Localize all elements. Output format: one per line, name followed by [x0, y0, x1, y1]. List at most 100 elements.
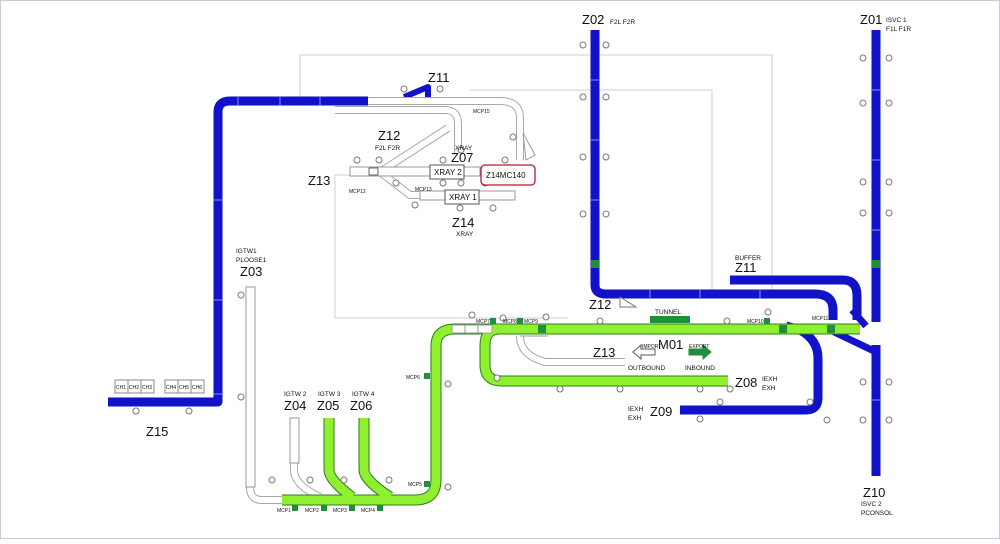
zone-z14: Z14: [452, 215, 474, 230]
zone-z12-top: Z12: [378, 128, 400, 143]
conveyor-z11-buffer[interactable]: [730, 275, 862, 320]
mcp10-label: MCP10: [747, 319, 764, 325]
mcp2-marker[interactable]: [321, 505, 327, 511]
zone-z12-mid: Z12: [589, 297, 611, 312]
export-label: EXPORT: [689, 344, 709, 350]
xray2-box[interactable]: [429, 164, 465, 180]
zone-z01: Z01: [860, 12, 882, 27]
conveyor-z04[interactable]: [289, 417, 300, 464]
mcp-markers: [292, 260, 880, 511]
conveyor-z02[interactable]: [590, 30, 838, 320]
outbound-arrow-icon[interactable]: [632, 343, 656, 361]
xray-ramp: [522, 132, 536, 161]
mcp5-marker[interactable]: [424, 481, 430, 487]
z12-sub: F2L F2R: [375, 145, 400, 152]
chute-label: CH5: [179, 385, 189, 391]
mcp11-label: MCP11: [812, 316, 829, 322]
mcp2-label: MCP2: [305, 508, 319, 514]
mcp11-marker[interactable]: [827, 325, 835, 333]
z01-sensor[interactable]: [872, 260, 880, 268]
pconsol-label: PCONSOL: [861, 510, 893, 517]
zone-z04: Z04: [284, 398, 306, 413]
igtw4-label: IGTW 4: [352, 391, 375, 398]
conveyor-m01-main[interactable]: [282, 324, 860, 505]
main-line-gray-cells: [451, 324, 493, 334]
isvc1-label: ISVC 1: [886, 17, 907, 24]
chute-label: CH1: [116, 385, 126, 391]
outbound-label: OUTBOUND: [628, 365, 666, 372]
mcp9-marker[interactable]: [538, 325, 546, 333]
mcp4-marker[interactable]: [377, 505, 383, 511]
ploose1-label: PLOOSE1: [236, 257, 267, 264]
xray2-label: XRAY 2: [434, 168, 462, 177]
conveyor-z03[interactable]: [245, 286, 256, 488]
chute-label: CH3: [142, 385, 152, 391]
igtw1-label: IGTW1: [236, 248, 257, 255]
mcp-junction-a[interactable]: [779, 325, 787, 333]
zone-z09: Z09: [650, 404, 672, 419]
mcp1-label: MCP1: [277, 508, 291, 514]
zone-z08: Z08: [735, 375, 757, 390]
conveyor-z09[interactable]: [680, 321, 823, 415]
highlight-box-z14mc140[interactable]: [480, 164, 536, 186]
mcp8-label: MCP8: [503, 319, 517, 325]
zone-z11-buffer: Z11: [735, 260, 756, 275]
mcp12-label: MCP12: [349, 189, 366, 195]
mcp15-label: MCP15: [473, 109, 490, 115]
conveyor-crossover-b[interactable]: [849, 307, 869, 329]
conveyor-z05[interactable]: [324, 418, 355, 501]
z02-sensor[interactable]: [591, 260, 599, 268]
buffer-label: BUFFER: [735, 255, 761, 262]
zone-z05: Z05: [317, 398, 339, 413]
z14-xray: XRAY: [456, 231, 474, 238]
igtw2-label: IGTW 2: [284, 391, 307, 398]
igtw3-label: IGTW 3: [318, 391, 341, 398]
z12-mid-flag: [619, 296, 638, 308]
mcp3-label: MCP3: [333, 508, 347, 514]
inner-area-outline: [470, 89, 713, 290]
xray-junction-square[interactable]: [368, 167, 379, 176]
iexh-z08: IEXH: [762, 376, 777, 383]
mcp7-marker[interactable]: [490, 318, 496, 324]
exh-z08: EXH: [762, 385, 776, 392]
photo-eyes: [132, 41, 893, 491]
highlight-label: Z14MC140: [486, 171, 526, 180]
blue-segment-ticks: [214, 79, 880, 401]
conveyor-z15-left-loop[interactable]: [108, 96, 368, 407]
xray1-box[interactable]: [444, 189, 480, 205]
zone-z07: Z07: [451, 150, 473, 165]
conveyor-z11-top[interactable]: [402, 84, 431, 100]
zone-z11-top: Z11: [428, 70, 449, 85]
mcp4-label: MCP4: [361, 508, 375, 514]
z07-xray: XRAY: [455, 145, 473, 152]
zone-z03: Z03: [240, 264, 262, 279]
mcp7-label: MCP7: [476, 319, 490, 325]
zone-z06: Z06: [350, 398, 372, 413]
isvc2-label: ISVC 2: [861, 501, 882, 508]
chute-boxes: CH1 CH2 CH3 CH4 CH5 CH6: [114, 379, 205, 394]
mcp3-marker[interactable]: [349, 505, 355, 511]
zone-z02: Z02: [582, 12, 604, 27]
chute-label: CH6: [192, 385, 202, 391]
exh-z09: EXH: [628, 415, 642, 422]
blue-conveyors: [108, 30, 881, 476]
mcp6-marker[interactable]: [424, 373, 430, 379]
tunnel-bar: [650, 316, 690, 323]
conveyor-z06[interactable]: [359, 418, 393, 501]
chute-label: CH2: [129, 385, 139, 391]
mcp10-marker[interactable]: [764, 318, 770, 324]
mcp1-marker[interactable]: [292, 505, 298, 511]
inbound-arrow-icon[interactable]: [688, 343, 712, 361]
mcp5-label: MCP5: [408, 482, 422, 488]
upper-area-outline: [300, 54, 773, 290]
area-outlines: [299, 54, 773, 319]
zone-z15: Z15: [146, 424, 168, 439]
f1l-f1r-label: F1L F1R: [886, 26, 911, 33]
chute-ch3[interactable]: [140, 379, 155, 394]
chute-ch6[interactable]: [190, 379, 205, 394]
mcp8-marker[interactable]: [517, 318, 523, 324]
import-label: IMPORT: [642, 344, 661, 350]
chute-label: CH4: [166, 385, 176, 391]
